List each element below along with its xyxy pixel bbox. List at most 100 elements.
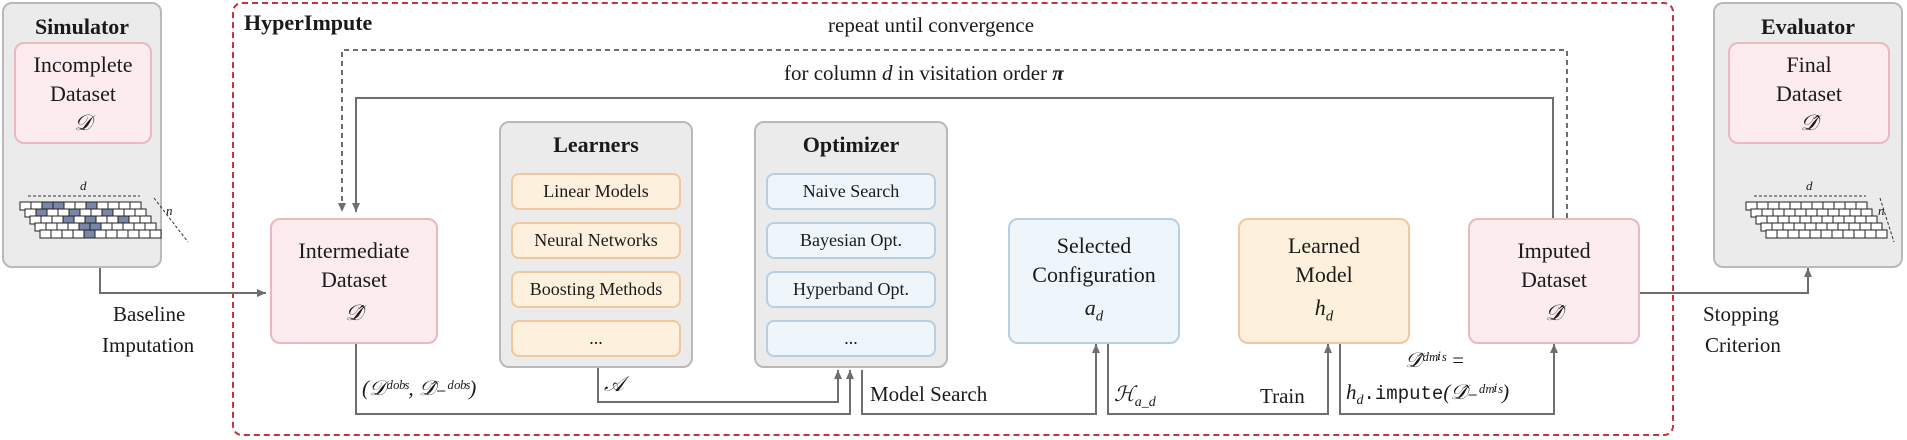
selected-symbol-wrap: ad — [1085, 293, 1104, 331]
learned-symbol-wrap: hd — [1315, 293, 1334, 331]
intermediate-dataset-node: Intermediate Dataset 𝒟̂ — [270, 218, 438, 344]
evaluator-title: Evaluator — [1760, 14, 1856, 39]
learners-title: Learners — [553, 132, 639, 157]
column-loop-prefix: for column — [784, 61, 882, 85]
selected-configuration-node: Selected Configuration ad — [1008, 218, 1180, 344]
final-dataset-line2: Dataset — [1776, 80, 1842, 106]
learned-line1: Learned — [1287, 232, 1361, 258]
grid-cell — [149, 229, 162, 239]
grid-cell — [94, 229, 107, 239]
arrow-model-search — [861, 344, 1100, 415]
grid-cell — [1831, 229, 1844, 239]
arrow-train — [1107, 344, 1332, 415]
arrow-impute — [1339, 344, 1558, 415]
imputed-line2: Dataset — [1521, 266, 1587, 292]
impute-bottom-call: .impute — [1363, 383, 1444, 405]
optimizer-item: Bayesian Opt. — [766, 222, 936, 259]
grid-cell — [1864, 229, 1877, 239]
grid-cells — [19, 201, 162, 239]
selected-symbol: a — [1084, 294, 1096, 320]
learner-space-label: 𝒜 — [604, 372, 624, 396]
simulator-dim-d: d — [80, 178, 87, 193]
grid-dimension-lines — [28, 195, 189, 243]
learner-item: Boosting Methods — [511, 271, 681, 308]
simulator-panel: Simulator Incomplete Dataset 𝒟 — [2, 2, 162, 268]
stopping-label-line1: Stopping — [1703, 302, 1779, 326]
grid-cell — [127, 229, 140, 239]
grid-cell — [50, 229, 63, 239]
learned-symbol-sub: d — [1325, 308, 1334, 325]
grid-cell — [1820, 229, 1833, 239]
grid-cell — [1787, 229, 1800, 239]
intermediate-line1: Intermediate — [298, 237, 410, 263]
intermediate-symbol: 𝒟̂ — [345, 299, 363, 325]
learner-item: Neural Networks — [511, 222, 681, 259]
optimizer-title: Optimizer — [802, 132, 900, 157]
imputed-dataset-node: Imputed Dataset 𝒟̂ — [1468, 218, 1640, 344]
learned-model-node: Learned Model hd — [1238, 218, 1410, 344]
optimizer-item: ... — [766, 320, 936, 357]
grid-cell — [1765, 229, 1778, 239]
grid-dimension-lines — [1754, 195, 1895, 243]
final-dataset-line1: Final — [1786, 51, 1832, 77]
final-dataset-grid-icon — [1745, 195, 1895, 243]
learner-item: ... — [511, 320, 681, 357]
arrow-stopping — [1640, 268, 1812, 294]
arrow-column-loop — [352, 97, 1554, 218]
grid-cell — [39, 229, 52, 239]
column-loop-var: d — [881, 61, 893, 85]
hyper-space-label: ℋa_d — [1114, 382, 1156, 411]
impute-bottom-label: hd.impute(𝒟̂₋ᵈᵐⁱˢ) — [1346, 380, 1509, 409]
grid-cell — [1842, 229, 1855, 239]
grid-cell — [1809, 229, 1822, 239]
baseline-label-line1: Baseline — [113, 302, 186, 326]
learner-item: Linear Models — [511, 173, 681, 210]
grid-cell — [1875, 229, 1888, 239]
incomplete-dataset-grid-icon — [19, 195, 189, 243]
final-dataset-symbol: 𝒟̂ — [1800, 109, 1818, 135]
arrow-learner-space — [597, 368, 842, 403]
grid-cell — [83, 229, 96, 239]
learners-panel: Learners Linear Models Neural Networks B… — [499, 121, 693, 368]
impute-bottom-arg: (𝒟̂₋ᵈᵐⁱˢ) — [1443, 380, 1510, 404]
baseline-label-line2: Imputation — [102, 333, 195, 357]
optimizer-item: Hyperband Opt. — [766, 271, 936, 308]
optimizer-item: Naive Search — [766, 173, 936, 210]
stopping-label-line2: Criterion — [1705, 333, 1781, 357]
evaluator-dim-n: n — [1878, 203, 1885, 218]
grid-cell — [116, 229, 129, 239]
arrow-obs — [355, 344, 854, 415]
final-dataset-node: Final Dataset 𝒟̂ — [1728, 42, 1890, 144]
incomplete-dataset-line1: Incomplete — [33, 51, 133, 77]
grid-cell — [1798, 229, 1811, 239]
hyper-space-sub: a_d — [1134, 395, 1156, 411]
grid-cells — [1745, 201, 1888, 239]
impute-bottom-sub: d — [1356, 393, 1364, 409]
train-label: Train — [1260, 384, 1305, 408]
column-loop-mid: in visitation order — [892, 61, 1053, 85]
hyper-space-symbol: ℋ — [1114, 382, 1135, 406]
hyperimpute-frame — [232, 2, 1674, 436]
imputed-symbol: 𝒟̂ — [1545, 299, 1563, 325]
simulator-title: Simulator — [34, 14, 130, 39]
simulator-dim-n: n — [166, 203, 173, 218]
grid-cell — [1776, 229, 1789, 239]
column-loop-label: for column d in visitation order π — [784, 61, 1064, 86]
intermediate-line2: Dataset — [321, 266, 387, 292]
optimizer-panel: Optimizer Naive Search Bayesian Opt. Hyp… — [754, 121, 948, 368]
arrow-baseline — [99, 268, 266, 297]
arrow-repeat-loop — [338, 49, 1568, 218]
grid-cell — [105, 229, 118, 239]
hyperimpute-title: HyperImpute — [244, 10, 373, 35]
grid-cell — [72, 229, 85, 239]
selected-line1: Selected — [1056, 232, 1132, 258]
impute-top-label: 𝒟̂ᵈᵐⁱˢ = — [1405, 348, 1466, 372]
grid-cell — [61, 229, 74, 239]
selected-symbol-sub: d — [1095, 308, 1104, 325]
imputed-line1: Imputed — [1517, 237, 1591, 263]
incomplete-dataset-symbol: 𝒟 — [74, 109, 92, 135]
grid-cell — [1853, 229, 1866, 239]
repeat-label: repeat until convergence — [828, 13, 1035, 37]
selected-line2: Configuration — [1032, 261, 1156, 287]
